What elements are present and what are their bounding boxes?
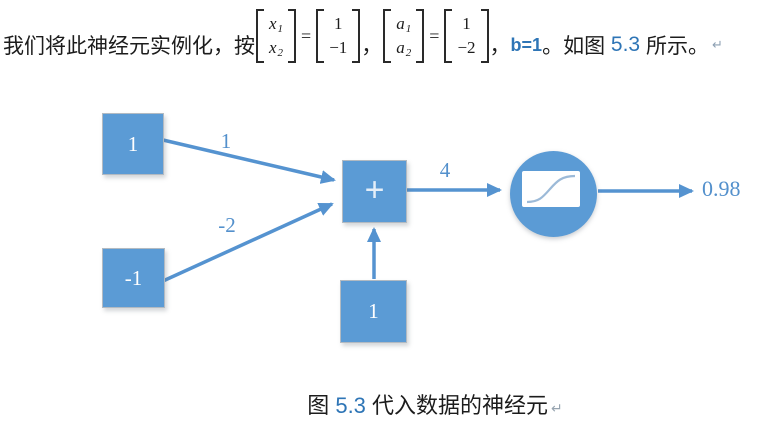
- bracket-right: [416, 9, 425, 63]
- matrix-cell: 1: [462, 14, 471, 33]
- bracket-right: [288, 9, 297, 63]
- bracket-right: [352, 9, 361, 63]
- matrix-cell: −1: [329, 38, 348, 57]
- bias-text: b=1: [510, 34, 543, 55]
- input1-node: 1: [102, 113, 164, 175]
- x-values-matrix: 1 −1: [316, 9, 361, 63]
- bias-node: 1: [340, 280, 407, 343]
- comma: ，: [489, 35, 511, 58]
- after-bias-text: 。如图: [542, 35, 611, 58]
- weight2-label: -2: [218, 213, 236, 237]
- var-x1-sub: 1: [277, 23, 284, 35]
- sum-output-label: 4: [439, 158, 451, 182]
- matrix-cell: 1: [334, 14, 343, 33]
- intro-text: 我们将此神经元实例化，按: [3, 35, 255, 58]
- bias-value: 1: [368, 299, 379, 323]
- output-value: 0.98: [702, 176, 741, 201]
- var-x2-sub: 2: [277, 47, 284, 59]
- input2-value: -1: [124, 265, 143, 290]
- weight1-label: 1: [220, 129, 232, 153]
- bracket-left: [316, 9, 325, 63]
- activation-node: [510, 151, 597, 237]
- caption-figure-number: 5.3: [335, 393, 366, 418]
- input2-node: -1: [102, 248, 165, 308]
- tail-text: 所示。: [640, 35, 709, 58]
- matrix-column: 1 −2: [452, 9, 480, 63]
- arrow-input1-to-sum: [162, 138, 336, 184]
- matrix-cell: −2: [457, 38, 476, 57]
- plus-icon: +: [364, 170, 385, 209]
- a-values-matrix: 1 −2: [444, 9, 489, 63]
- bracket-right: [480, 9, 489, 63]
- figure-caption: 图 5.3 代入数据的神经元↵: [112, 391, 758, 424]
- paragraph-mark-icon: ↵: [551, 401, 563, 417]
- var-x2: x: [269, 38, 277, 57]
- var-a1-sub: 1: [405, 23, 412, 35]
- var-a2: a: [396, 38, 405, 57]
- bracket-left: [256, 9, 264, 63]
- caption-title: 代入数据的神经元: [365, 393, 549, 418]
- matrix-column: 1 −1: [324, 9, 352, 63]
- bracket-left: [444, 9, 453, 63]
- equals-sign: =: [429, 25, 440, 46]
- arrow-input2-to-sum: [162, 202, 334, 283]
- line-break-mark-icon: ↵: [711, 37, 723, 53]
- figure-reference-number: 5.3: [610, 33, 641, 56]
- sigmoid-icon: [522, 171, 580, 207]
- var-x1: x: [269, 14, 277, 33]
- var-a1: a: [396, 14, 405, 33]
- input1-value: 1: [127, 131, 139, 156]
- sum-node: +: [342, 160, 407, 223]
- var-a2-sub: 2: [405, 47, 412, 59]
- bracket-left: [383, 9, 392, 63]
- caption-prefix: 图: [307, 393, 336, 418]
- comma: ，: [361, 35, 383, 58]
- equals-sign: =: [301, 25, 312, 46]
